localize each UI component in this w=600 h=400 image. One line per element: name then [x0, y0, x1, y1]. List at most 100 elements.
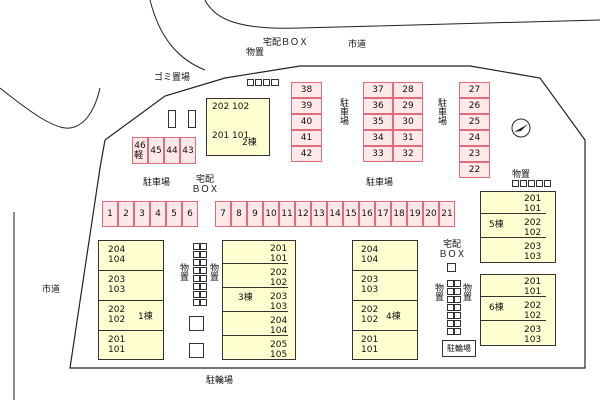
parking-space: 45	[148, 137, 164, 164]
parking-space: 15	[343, 201, 359, 227]
building-5	[480, 191, 556, 263]
unit-divider	[222, 287, 288, 288]
unit-label: 205 105	[270, 340, 288, 360]
unit-label: 203 103	[108, 275, 126, 295]
unit-label: 204 104	[361, 245, 379, 265]
road-label-top: 市道	[348, 40, 367, 50]
unit-label: 201 101	[524, 194, 542, 214]
parking-space: 34	[363, 130, 393, 146]
unit-divider	[352, 270, 418, 271]
unit-label: 203 103	[524, 242, 542, 262]
bike-shed-1	[189, 316, 204, 331]
unit-divider	[98, 300, 164, 301]
delivery-box-top	[271, 79, 279, 86]
parking-space: 37	[363, 82, 393, 98]
unit-label: 201 101	[108, 335, 126, 355]
storage-right-strip-1	[447, 280, 454, 336]
unit-label: 201 101	[524, 277, 542, 297]
parking-space: 29	[393, 98, 423, 114]
building-2-name: 2棟	[242, 138, 257, 148]
garbage-label: ゴミ置場	[154, 73, 191, 83]
parking-space: 8	[231, 201, 247, 227]
storage-vertical-4: 物置	[461, 283, 471, 301]
storage-right-label: 物置	[512, 170, 531, 180]
parking-space: 27	[459, 82, 490, 98]
parking-space: 24	[459, 130, 490, 146]
parking-space: 44	[164, 137, 180, 164]
unit-divider	[222, 263, 288, 264]
building-3-name: 3棟	[238, 293, 253, 303]
unit-divider	[480, 237, 546, 238]
lot-boundary	[69, 65, 586, 369]
storage-right-units	[512, 180, 552, 187]
unit-divider	[222, 311, 288, 312]
unit-label: 202 102	[270, 268, 288, 288]
building-2-unit-2: 201 101	[212, 131, 250, 141]
bike-parking-box: 駐輪場	[442, 340, 476, 357]
parking-space: 3	[134, 201, 150, 227]
unit-label: 201 101	[270, 244, 288, 264]
building-1-name: 1棟	[138, 312, 153, 322]
bike-shed-2	[189, 343, 204, 358]
parking-space: 5	[166, 201, 182, 227]
unit-divider	[222, 335, 288, 336]
bike-parking-label: 駐輪場	[206, 376, 234, 386]
building-4-name: 4棟	[386, 312, 401, 322]
delivery-left-line-2: ＢＯＸ	[191, 185, 219, 195]
parking-space: 35	[363, 114, 393, 130]
parking-space: 2	[118, 201, 134, 227]
parking-space: 46 軽	[132, 137, 148, 164]
left-road-edge-upper	[0, 87, 101, 129]
unit-label: 203 103	[524, 325, 542, 345]
parking-space: 42	[291, 146, 322, 162]
unit-label: 203 103	[361, 275, 379, 295]
parking-space: 11	[279, 201, 295, 227]
parking-space: 10	[263, 201, 279, 227]
garbage-bin-1	[168, 110, 176, 128]
parking-space: 16	[359, 201, 375, 227]
parking-space: 26	[459, 98, 490, 114]
storage-vertical-3: 物置	[433, 283, 443, 301]
delivery-box-right	[447, 263, 456, 272]
unit-divider	[98, 330, 164, 331]
unit-divider	[480, 213, 546, 214]
parking-space: 30	[393, 114, 423, 130]
delivery-box-top-label: 宅配ＢＯＸ	[263, 38, 309, 48]
building-5-name: 5棟	[489, 220, 504, 230]
delivery-left-line-1: 宅配	[195, 175, 215, 185]
unit-label: 202 102	[524, 218, 542, 238]
parking-vertical-label-2: 駐車場	[436, 98, 446, 125]
parking-label-left: 駐車場	[143, 178, 171, 188]
unit-divider	[352, 330, 418, 331]
unit-label: 203 103	[270, 292, 288, 312]
parking-space: 1	[102, 201, 118, 227]
storage-right-strip-2	[454, 280, 461, 336]
top-road-edge	[204, 0, 600, 29]
parking-space: 33	[363, 146, 393, 162]
unit-label: 204 104	[270, 316, 288, 336]
unit-divider	[480, 320, 546, 321]
unit-label: 201 101	[361, 335, 379, 355]
parking-space: 7	[215, 201, 231, 227]
parking-space: 20	[423, 201, 439, 227]
parking-space: 43	[180, 137, 196, 164]
parking-space: 28	[393, 82, 423, 98]
parking-space: 22	[459, 162, 490, 178]
parking-space: 12	[295, 201, 311, 227]
parking-space: 13	[311, 201, 327, 227]
compass-icon	[511, 118, 531, 138]
parking-label-mid: 駐車場	[366, 178, 394, 188]
unit-divider	[98, 270, 164, 271]
parking-space: 39	[291, 98, 322, 114]
unit-label: 202 102	[108, 305, 126, 325]
parking-space: 19	[407, 201, 423, 227]
parking-space: 4	[150, 201, 166, 227]
unit-label: 202 102	[524, 301, 542, 321]
parking-space: 40	[291, 114, 322, 130]
building-2-unit-1: 202 102	[212, 102, 250, 112]
parking-vertical-label-1: 駐車場	[338, 98, 348, 125]
parking-space: 23	[459, 146, 490, 162]
storage-vertical-2: 物置	[208, 263, 218, 281]
parking-space: 9	[247, 201, 263, 227]
